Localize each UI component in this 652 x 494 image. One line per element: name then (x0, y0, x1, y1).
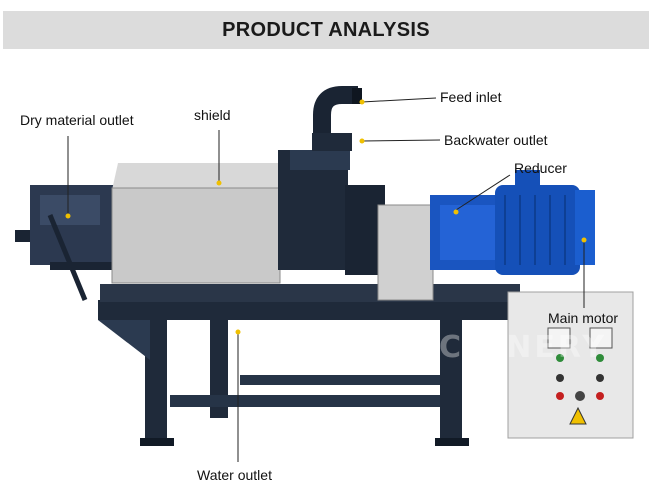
screw-barrel (15, 185, 170, 301)
label-backwater-outlet: Backwater outlet (444, 132, 548, 148)
main-body (278, 150, 385, 275)
label-shield: shield (194, 107, 231, 123)
control-panel (507, 291, 634, 439)
label-main-motor: Main motor (548, 310, 619, 326)
machine-frame (98, 284, 528, 446)
label-feed-inlet: Feed inlet (440, 89, 502, 105)
feed-inlet-pipe (312, 86, 362, 151)
point-markers (65, 99, 587, 335)
banner-title: PRODUCT ANALYSIS (222, 18, 430, 41)
label-reducer: Reducer (514, 160, 567, 176)
watermark-text: FURUI MACHINERY (248, 330, 608, 365)
label-dry-material-outlet: Dry material outlet (20, 112, 134, 128)
header-banner: PRODUCT ANALYSIS (3, 11, 649, 49)
main-motor (495, 170, 595, 275)
label-water-outlet: Water outlet (197, 467, 272, 483)
shield-cover (111, 163, 285, 284)
leader-lines (67, 97, 585, 462)
reducer-assembly (377, 195, 505, 301)
